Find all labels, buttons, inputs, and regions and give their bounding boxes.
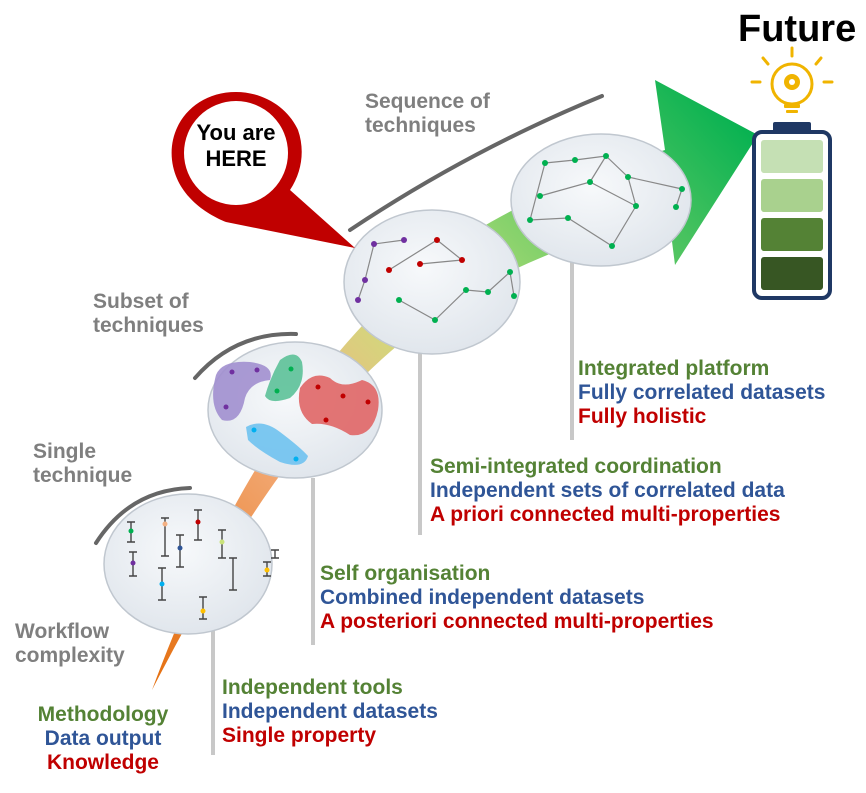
- level-1-methodology: Independent tools: [222, 676, 403, 699]
- single-technique-label: Single technique: [33, 440, 132, 488]
- legend-data-output: Data output: [44, 727, 162, 751]
- legend-knowledge: Knowledge: [46, 751, 159, 775]
- axis-line-2: complexity: [15, 644, 125, 668]
- level-3-knowledge: A priori connected multi-properties: [430, 503, 781, 527]
- disc-single-technique: [103, 493, 279, 635]
- battery-icon: [752, 122, 832, 300]
- level-2-data: Combined independent datasets: [320, 586, 645, 610]
- level-4-data: Fully correlated datasets: [578, 381, 826, 405]
- level-2-description: Self organisation Combined independent d…: [320, 562, 714, 634]
- level-1-knowledge: Single property: [222, 724, 377, 748]
- subset-line-2: techniques: [93, 314, 204, 338]
- level-4-methodology: Integrated platform: [578, 357, 770, 380]
- level-3-description: Semi-integrated coordination Independent…: [430, 455, 785, 527]
- level-2-knowledge: A posteriori connected multi-properties: [320, 610, 714, 634]
- pin-line-1: You are: [196, 120, 276, 145]
- lightbulb-gear-icon: [750, 46, 834, 113]
- pin-line-2: HERE: [205, 146, 267, 172]
- disc-semi-integrated-network: [343, 209, 521, 355]
- level-3-methodology: Semi-integrated coordination: [430, 455, 722, 478]
- arc-sequence: [348, 94, 604, 232]
- axis-line-1: Workflow: [15, 620, 110, 643]
- future-title: Future: [738, 8, 857, 50]
- level-2-methodology: Self organisation: [320, 562, 491, 585]
- workflow-complexity-label: Workflow complexity: [15, 620, 125, 668]
- level-4-description: Integrated platform Fully correlated dat…: [578, 357, 825, 429]
- level-1-data: Independent datasets: [222, 700, 438, 724]
- sequence-line-1: Sequence of: [365, 90, 490, 113]
- sequence-line-2: techniques: [365, 114, 476, 138]
- level-4-knowledge: Fully holistic: [578, 405, 707, 429]
- sequence-of-techniques-label: Sequence of techniques: [365, 90, 490, 138]
- you-are-here-label: You are HERE: [180, 120, 292, 173]
- legend: Methodology Data output Knowledge: [22, 703, 184, 775]
- level-3-data: Independent sets of correlated data: [430, 479, 785, 503]
- location-pin-icon: [171, 92, 355, 248]
- disc-subset-techniques: [207, 341, 383, 479]
- subset-line-1: Subset of: [93, 290, 189, 313]
- single-line-2: technique: [33, 464, 133, 488]
- single-line-1: Single: [33, 440, 97, 463]
- disc-integrated-network: [510, 133, 692, 267]
- arc-subset: [193, 331, 298, 380]
- legend-methodology: Methodology: [37, 703, 169, 726]
- level-1-description: Independent tools Independent datasets S…: [222, 676, 438, 748]
- arc-single: [94, 486, 192, 545]
- subset-of-techniques-label: Subset of techniques: [93, 290, 204, 338]
- growth-arrow: [152, 80, 758, 690]
